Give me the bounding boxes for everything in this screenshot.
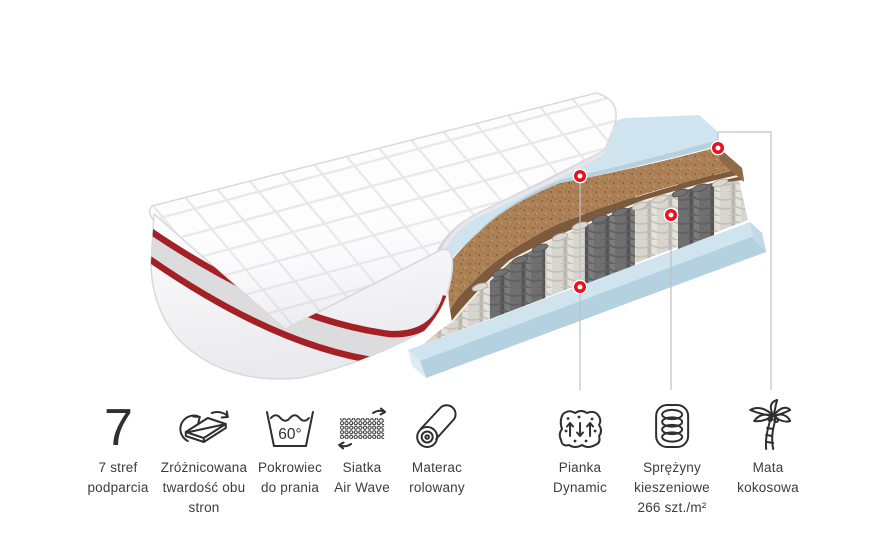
- feature-label: Mata kokosowa: [737, 458, 799, 498]
- feature-label: Materac rolowany: [409, 458, 465, 498]
- feature-label-line: podparcia: [87, 480, 149, 495]
- rolled-mattress-icon: [414, 397, 460, 451]
- feature-label-line: Siatka: [342, 460, 382, 475]
- feature-label: Zróżnicowana twardość obu stron: [161, 458, 247, 518]
- pocket-springs-icon: [651, 397, 693, 451]
- seven-glyph: 7: [104, 399, 133, 451]
- two-sided-icon: [173, 397, 235, 451]
- feature-pocket-springs: Sprężyny kieszeniowe 266 szt./m²: [634, 397, 710, 518]
- feature-coconut-mat: Mata kokosowa: [737, 397, 799, 498]
- feature-two-sided: Zróżnicowana twardość obu stron: [161, 397, 247, 518]
- feature-label: Pianka Dynamic: [553, 458, 607, 498]
- seven-zones-icon: 7: [100, 397, 136, 451]
- marker-coconut[interactable]: [710, 140, 726, 156]
- feature-label-line: Air Wave: [334, 480, 390, 495]
- feature-label-line: rolowany: [409, 480, 465, 495]
- feature-7-zones: 7 7 stref podparcia: [87, 397, 148, 498]
- feature-label-line: twardość obu: [162, 480, 246, 495]
- feature-rolled: Materac rolowany: [409, 397, 465, 498]
- coconut-mat-icon: [742, 397, 794, 451]
- feature-label: 7 stref podparcia: [87, 458, 148, 498]
- feature-label: Siatka Air Wave: [334, 458, 390, 498]
- feature-label-line: Pianka: [558, 460, 602, 475]
- feature-label-line: Zróżnicowana: [160, 460, 248, 475]
- feature-label-line: Dynamic: [553, 480, 607, 495]
- feature-label-line: kieszeniowe: [634, 480, 710, 495]
- top-foam-layer: [440, 115, 718, 259]
- feature-label-line: 266 szt./m²: [637, 500, 707, 515]
- feature-label-line: Mata: [752, 460, 784, 475]
- feature-washable-cover: 60° Pokrowiec do prania: [258, 397, 322, 498]
- wash-temperature: 60°: [278, 426, 301, 443]
- marker-top-foam[interactable]: [572, 168, 588, 184]
- air-wave-mesh-icon: [335, 397, 389, 451]
- feature-air-wave: Siatka Air Wave: [334, 397, 390, 498]
- washable-60-icon: 60°: [265, 397, 315, 451]
- coconut-mat-layer: [448, 147, 744, 310]
- feature-label-line: stron: [188, 500, 220, 515]
- feature-label-line: kokosowa: [737, 480, 799, 495]
- feature-label: Pokrowiec do prania: [258, 458, 322, 498]
- marker-springs[interactable]: [663, 207, 679, 223]
- quilted-cover-top: [148, 92, 617, 334]
- feature-label-line: do prania: [260, 480, 320, 495]
- dynamic-foam-icon: [555, 397, 605, 451]
- feature-label: Sprężyny kieszeniowe 266 szt./m²: [634, 458, 710, 518]
- feature-label-line: Pokrowiec: [257, 460, 323, 475]
- feature-label-line: Sprężyny: [643, 460, 701, 475]
- feature-dynamic-foam: Pianka Dynamic: [553, 397, 607, 498]
- feature-label-line: 7 stref: [98, 460, 138, 475]
- marker-base-foam[interactable]: [572, 279, 588, 295]
- feature-label-line: Materac: [411, 460, 463, 475]
